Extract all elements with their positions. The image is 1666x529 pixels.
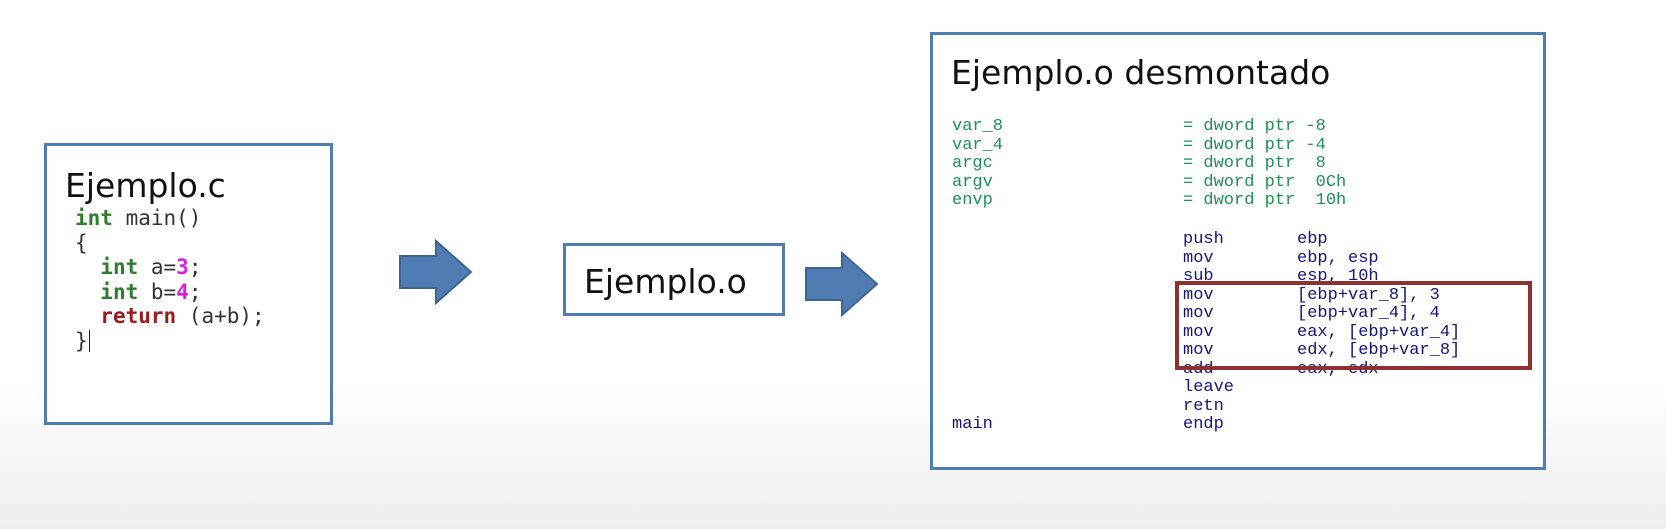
code-number: 4 bbox=[176, 279, 189, 304]
asm-var-def: = dword ptr 8 bbox=[1183, 154, 1326, 173]
asm-var-def: = dword ptr -8 bbox=[1183, 117, 1326, 136]
asm-operand: [ebp+var_8], 3 bbox=[1297, 285, 1440, 305]
disassembly-box: Ejemplo.o desmontado bbox=[930, 32, 1546, 470]
object-file-title: Ejemplo.o bbox=[584, 262, 747, 301]
asm-var-def: = dword ptr 0Ch bbox=[1183, 172, 1347, 192]
code-text: a= bbox=[138, 255, 177, 279]
arrow-right-icon bbox=[805, 251, 879, 317]
disassembly-title: Ejemplo.o desmontado bbox=[951, 53, 1331, 92]
code-keyword: int bbox=[75, 206, 113, 230]
asm-var-name: var_8 bbox=[952, 117, 1004, 136]
text-caret bbox=[88, 329, 90, 352]
source-code: int main() { int a=3; int b=4; return (a… bbox=[75, 206, 265, 353]
object-file-box: Ejemplo.o bbox=[563, 243, 785, 316]
asm-var-names: var_8 var_4 argc argv envp bbox=[952, 117, 1004, 211]
asm-var-name: argc bbox=[952, 154, 993, 173]
asm-opcode: mov bbox=[1183, 248, 1214, 268]
asm-opcode: retn bbox=[1183, 396, 1224, 416]
code-keyword: int bbox=[100, 255, 139, 279]
asm-operand: ebp, esp bbox=[1297, 248, 1379, 268]
asm-opcode: mov bbox=[1183, 322, 1214, 342]
asm-operand: [ebp+var_4], 4 bbox=[1297, 304, 1440, 323]
code-text: ; bbox=[188, 279, 202, 304]
asm-opcode: leave bbox=[1183, 378, 1235, 397]
asm-operand: eax, [ebp+var_4] bbox=[1297, 322, 1461, 342]
code-text: ; bbox=[188, 255, 202, 279]
asm-var-defs: = dword ptr -8 = dword ptr -4 = dword pt… bbox=[1183, 117, 1347, 211]
code-keyword: int bbox=[100, 279, 139, 304]
asm-var-name: envp bbox=[952, 191, 993, 210]
highlight-box bbox=[1175, 281, 1532, 370]
asm-var-name: var_4 bbox=[952, 135, 1004, 155]
arrow-right-icon bbox=[399, 239, 473, 305]
asm-var-name: argv bbox=[952, 172, 993, 192]
asm-opcode: mov bbox=[1183, 341, 1214, 360]
asm-opcodes: push mov sub mov mov mov mov add leave r… bbox=[1183, 230, 1235, 435]
asm-opcode: mov bbox=[1183, 285, 1214, 305]
asm-var-def: = dword ptr 10h bbox=[1183, 191, 1347, 210]
code-text: main() bbox=[112, 206, 202, 230]
source-file-box: Ejemplo.c int main() { int a=3; int b=4;… bbox=[44, 143, 333, 425]
code-text: { bbox=[75, 230, 88, 255]
asm-opcode: endp bbox=[1183, 415, 1224, 434]
asm-opcode: push bbox=[1183, 230, 1224, 249]
asm-var-def: = dword ptr -4 bbox=[1183, 135, 1326, 155]
code-text: b= bbox=[138, 279, 177, 304]
code-text: (a+b); bbox=[176, 304, 265, 328]
code-keyword: return bbox=[100, 304, 177, 328]
asm-function-label: main bbox=[952, 415, 993, 434]
asm-operand: ebp bbox=[1297, 230, 1328, 249]
asm-opcode: mov bbox=[1183, 304, 1214, 323]
code-number: 3 bbox=[176, 255, 189, 279]
source-file-title: Ejemplo.c bbox=[65, 166, 226, 205]
asm-operand: edx, [ebp+var_8] bbox=[1297, 341, 1461, 360]
code-text: } bbox=[75, 328, 88, 353]
